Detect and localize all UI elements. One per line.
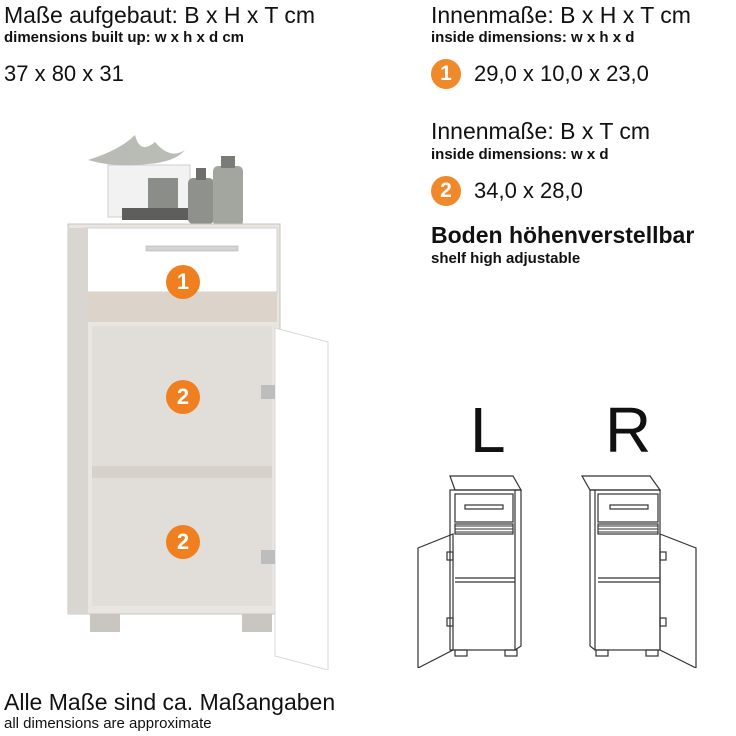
cabinet-badge-upper-icon: 2 xyxy=(166,380,200,414)
variant-right-label: R xyxy=(605,394,652,466)
approximate-note-subtitle: all dimensions are approximate xyxy=(4,715,212,732)
right-variant-drawing xyxy=(580,475,697,668)
variant-left-label: L xyxy=(470,394,506,466)
built-dimensions-title: Maße aufgebaut: B x H x T cm xyxy=(4,2,316,28)
badge-2-icon: 2 xyxy=(431,176,461,206)
badge-1-icon: 1 xyxy=(431,59,461,89)
built-dimensions-value: 37 x 80 x 31 xyxy=(4,61,124,86)
built-dimensions-subtitle: dimensions built up: w x h x d cm xyxy=(4,29,245,46)
inside-dimensions-title-1: Innenmaße: B x H x T cm xyxy=(431,2,691,28)
cabinet-badge-lower-icon: 2 xyxy=(166,525,200,559)
inside-dimensions-value-2: 34,0 x 28,0 xyxy=(474,178,583,203)
cabinet-illustration xyxy=(67,135,329,670)
inside-dimensions-subtitle-1: inside dimensions: w x h x d xyxy=(431,29,635,46)
shelf-adjustable-subtitle: shelf high adjustable xyxy=(431,250,581,267)
left-variant-drawing xyxy=(417,475,523,668)
decor-bowl-icon xyxy=(88,135,192,220)
cabinet-badge-drawer-icon: 1 xyxy=(166,265,200,299)
inside-dimensions-value-1: 29,0 x 10,0 x 23,0 xyxy=(474,61,649,86)
approximate-note-title: Alle Maße sind ca. Maßangaben xyxy=(4,689,336,715)
decor-bottles-icon xyxy=(188,156,243,226)
inside-dimensions-title-2: Innenmaße: B x T cm xyxy=(431,118,651,144)
inside-dimensions-subtitle-2: inside dimensions: w x d xyxy=(431,146,609,163)
shelf-adjustable-title: Boden höhenverstellbar xyxy=(431,222,695,248)
